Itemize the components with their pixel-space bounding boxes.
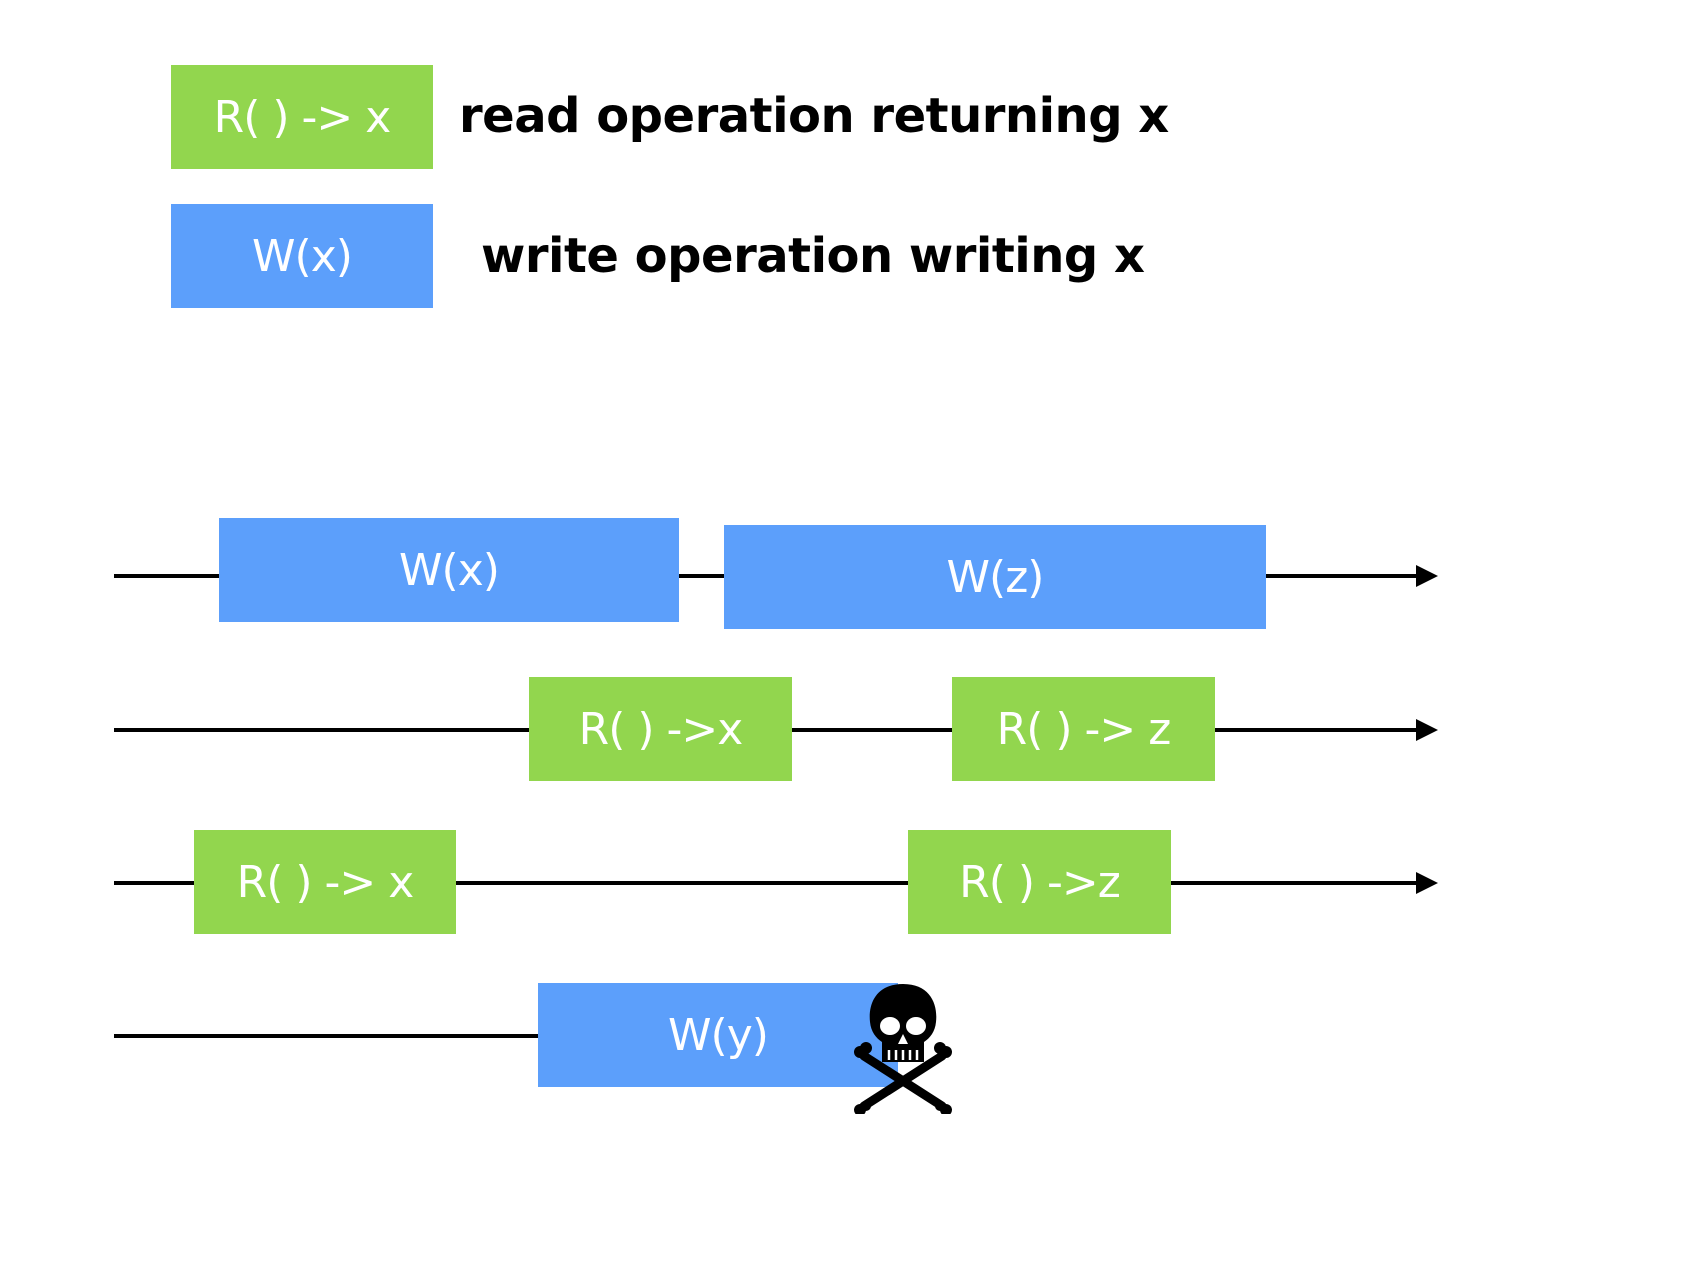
process-3-op-1-label: R( ) -> x [236,856,415,908]
process-1-arrowhead [1416,565,1438,587]
process-4-line [114,1034,540,1038]
process-4-op-1-label: W(y) [668,1009,769,1061]
process-1-op-1-label: W(x) [399,544,500,596]
legend-read-description: read operation returning x [459,88,1169,144]
skull-and-crossbones-icon [854,984,952,1114]
legend-write-box: W(x) [171,204,433,308]
legend-read-box-label: R( ) -> x [213,91,392,143]
process-3-line [114,881,1424,885]
process-1-op-2: W(z) [724,525,1266,629]
process-2-op-1-label: R( ) ->x [578,703,744,755]
process-4-op-1: W(y) [538,983,898,1087]
process-3-op-2: R( ) ->z [908,830,1171,934]
process-3-op-2-label: R( ) ->z [959,856,1121,908]
process-1-op-2-label: W(z) [946,551,1045,603]
process-1-op-1: W(x) [219,518,679,622]
process-3-arrowhead [1416,872,1438,894]
legend-read-box: R( ) -> x [171,65,433,169]
legend-write-description: write operation writing x [481,228,1145,284]
legend-write-box-label: W(x) [252,230,353,282]
process-2-op-1: R( ) ->x [529,677,792,781]
process-2-op-2: R( ) -> z [952,677,1215,781]
process-3-op-1: R( ) -> x [194,830,456,934]
process-2-op-2-label: R( ) -> z [996,703,1172,755]
process-2-arrowhead [1416,719,1438,741]
